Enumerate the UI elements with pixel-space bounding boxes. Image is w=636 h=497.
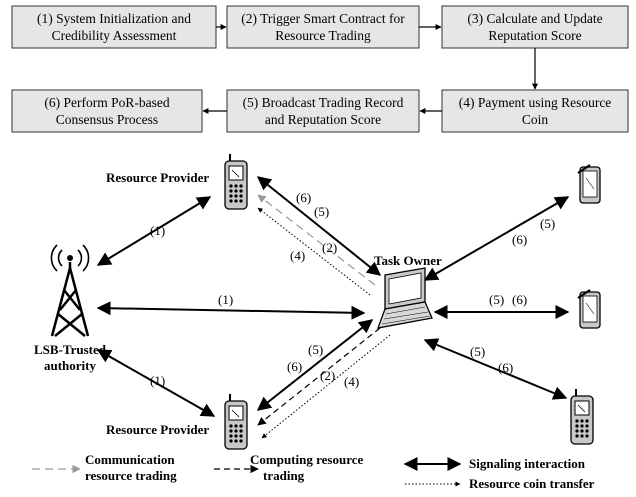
label-r1-6: (6) <box>512 232 527 247</box>
label-bot-2: (2) <box>320 368 335 383</box>
legend: Communication resource trading Computing… <box>32 452 595 491</box>
comp-trading-bottom <box>257 327 381 426</box>
step-2-line2: Resource Trading <box>275 28 371 43</box>
legend-comp-line2: trading <box>263 468 305 483</box>
phone-icon <box>224 393 248 450</box>
label-r2-6: (6) <box>512 292 527 307</box>
step-box-3 <box>441 5 629 49</box>
provider-bottom-node: Resource Provider <box>106 393 248 450</box>
legend-comm-line2: resource trading <box>85 468 177 483</box>
label-auth-top: (1) <box>150 223 165 238</box>
phone-icon <box>570 388 594 445</box>
smartphone-icon <box>577 289 601 329</box>
step-3-line1: (3) Calculate and Update <box>467 11 602 26</box>
coin-transfer-top <box>257 207 371 296</box>
step-4-line2: Coin <box>522 112 549 127</box>
label-r1-5: (5) <box>540 216 555 231</box>
step-2-line1: (2) Trigger Smart Contract for <box>241 11 405 26</box>
step-box-1 <box>11 5 217 49</box>
link-authority-provider-bottom <box>96 349 216 417</box>
legend-comm-line1: Communication <box>85 452 175 467</box>
step-6-line1: (6) Perform PoR-based <box>44 95 169 110</box>
label-top-6: (6) <box>296 190 311 205</box>
step-box-5 <box>226 89 420 133</box>
step-3-line2: Reputation Score <box>488 28 581 43</box>
step-box-6 <box>11 89 203 133</box>
legend-signaling-label: Signaling interaction <box>469 456 586 471</box>
provider-bottom-label: Resource Provider <box>106 422 209 437</box>
link-owner-device-right-1 <box>423 196 570 281</box>
label-auth-bottom: (1) <box>150 373 165 388</box>
right-device-2 <box>577 289 601 329</box>
link-owner-device-right-3 <box>423 338 568 400</box>
provider-top-label: Resource Provider <box>106 170 209 185</box>
label-bot-4: (4) <box>344 374 359 389</box>
provider-top-node: Resource Provider <box>106 153 248 210</box>
link-owner-provider-top <box>256 176 382 276</box>
legend-comp-line1: Computing resource <box>250 452 363 467</box>
label-r3-5: (5) <box>470 344 485 359</box>
network-links <box>96 176 570 439</box>
authority-label-line2: authority <box>44 358 97 373</box>
task-owner-label: Task Owner <box>374 253 442 268</box>
step-box-2 <box>226 5 420 49</box>
coin-transfer-bottom <box>261 334 391 439</box>
step-5-line2: and Reputation Score <box>265 112 381 127</box>
link-owner-provider-bottom <box>256 319 374 411</box>
process-steps: (1) System Initialization and Credibilit… <box>11 5 629 133</box>
label-top-2: (2) <box>322 240 337 255</box>
link-authority-task-owner <box>96 301 366 320</box>
phone-icon <box>224 153 248 210</box>
step-4-line1: (4) Payment using Resource <box>459 95 612 110</box>
label-bot-5: (5) <box>308 342 323 357</box>
step-box-4 <box>441 89 629 133</box>
right-device-3 <box>570 388 594 445</box>
smartphone-icon <box>577 164 601 204</box>
step-6-line2: Consensus Process <box>56 112 158 127</box>
link-authority-provider-top <box>96 196 212 266</box>
step-1-line2: Credibility Assessment <box>52 28 177 43</box>
laptop-icon <box>376 267 433 329</box>
edge-labels: (1) (1) (1) (6) (5) (2) (4) (5) (6) (2) … <box>150 190 555 389</box>
step-1-line1: (1) System Initialization and <box>37 11 191 26</box>
label-r2-5: (5) <box>489 292 504 307</box>
label-top-5: (5) <box>314 204 329 219</box>
legend-coin-label: Resource coin transfer <box>469 476 595 491</box>
comm-trading-top <box>257 194 376 286</box>
authority-node: LSB-Trusted authority <box>34 244 107 373</box>
step-5-line1: (5) Broadcast Trading Record <box>243 95 404 110</box>
label-r3-6: (6) <box>498 360 513 375</box>
authority-label-line1: LSB-Trusted <box>34 342 107 357</box>
task-owner-node: Task Owner <box>374 253 442 329</box>
label-top-4: (4) <box>290 248 305 263</box>
label-bot-6: (6) <box>287 359 302 374</box>
label-auth-owner: (1) <box>218 292 233 307</box>
antenna-tower-icon <box>50 244 90 337</box>
right-device-1 <box>577 164 601 204</box>
